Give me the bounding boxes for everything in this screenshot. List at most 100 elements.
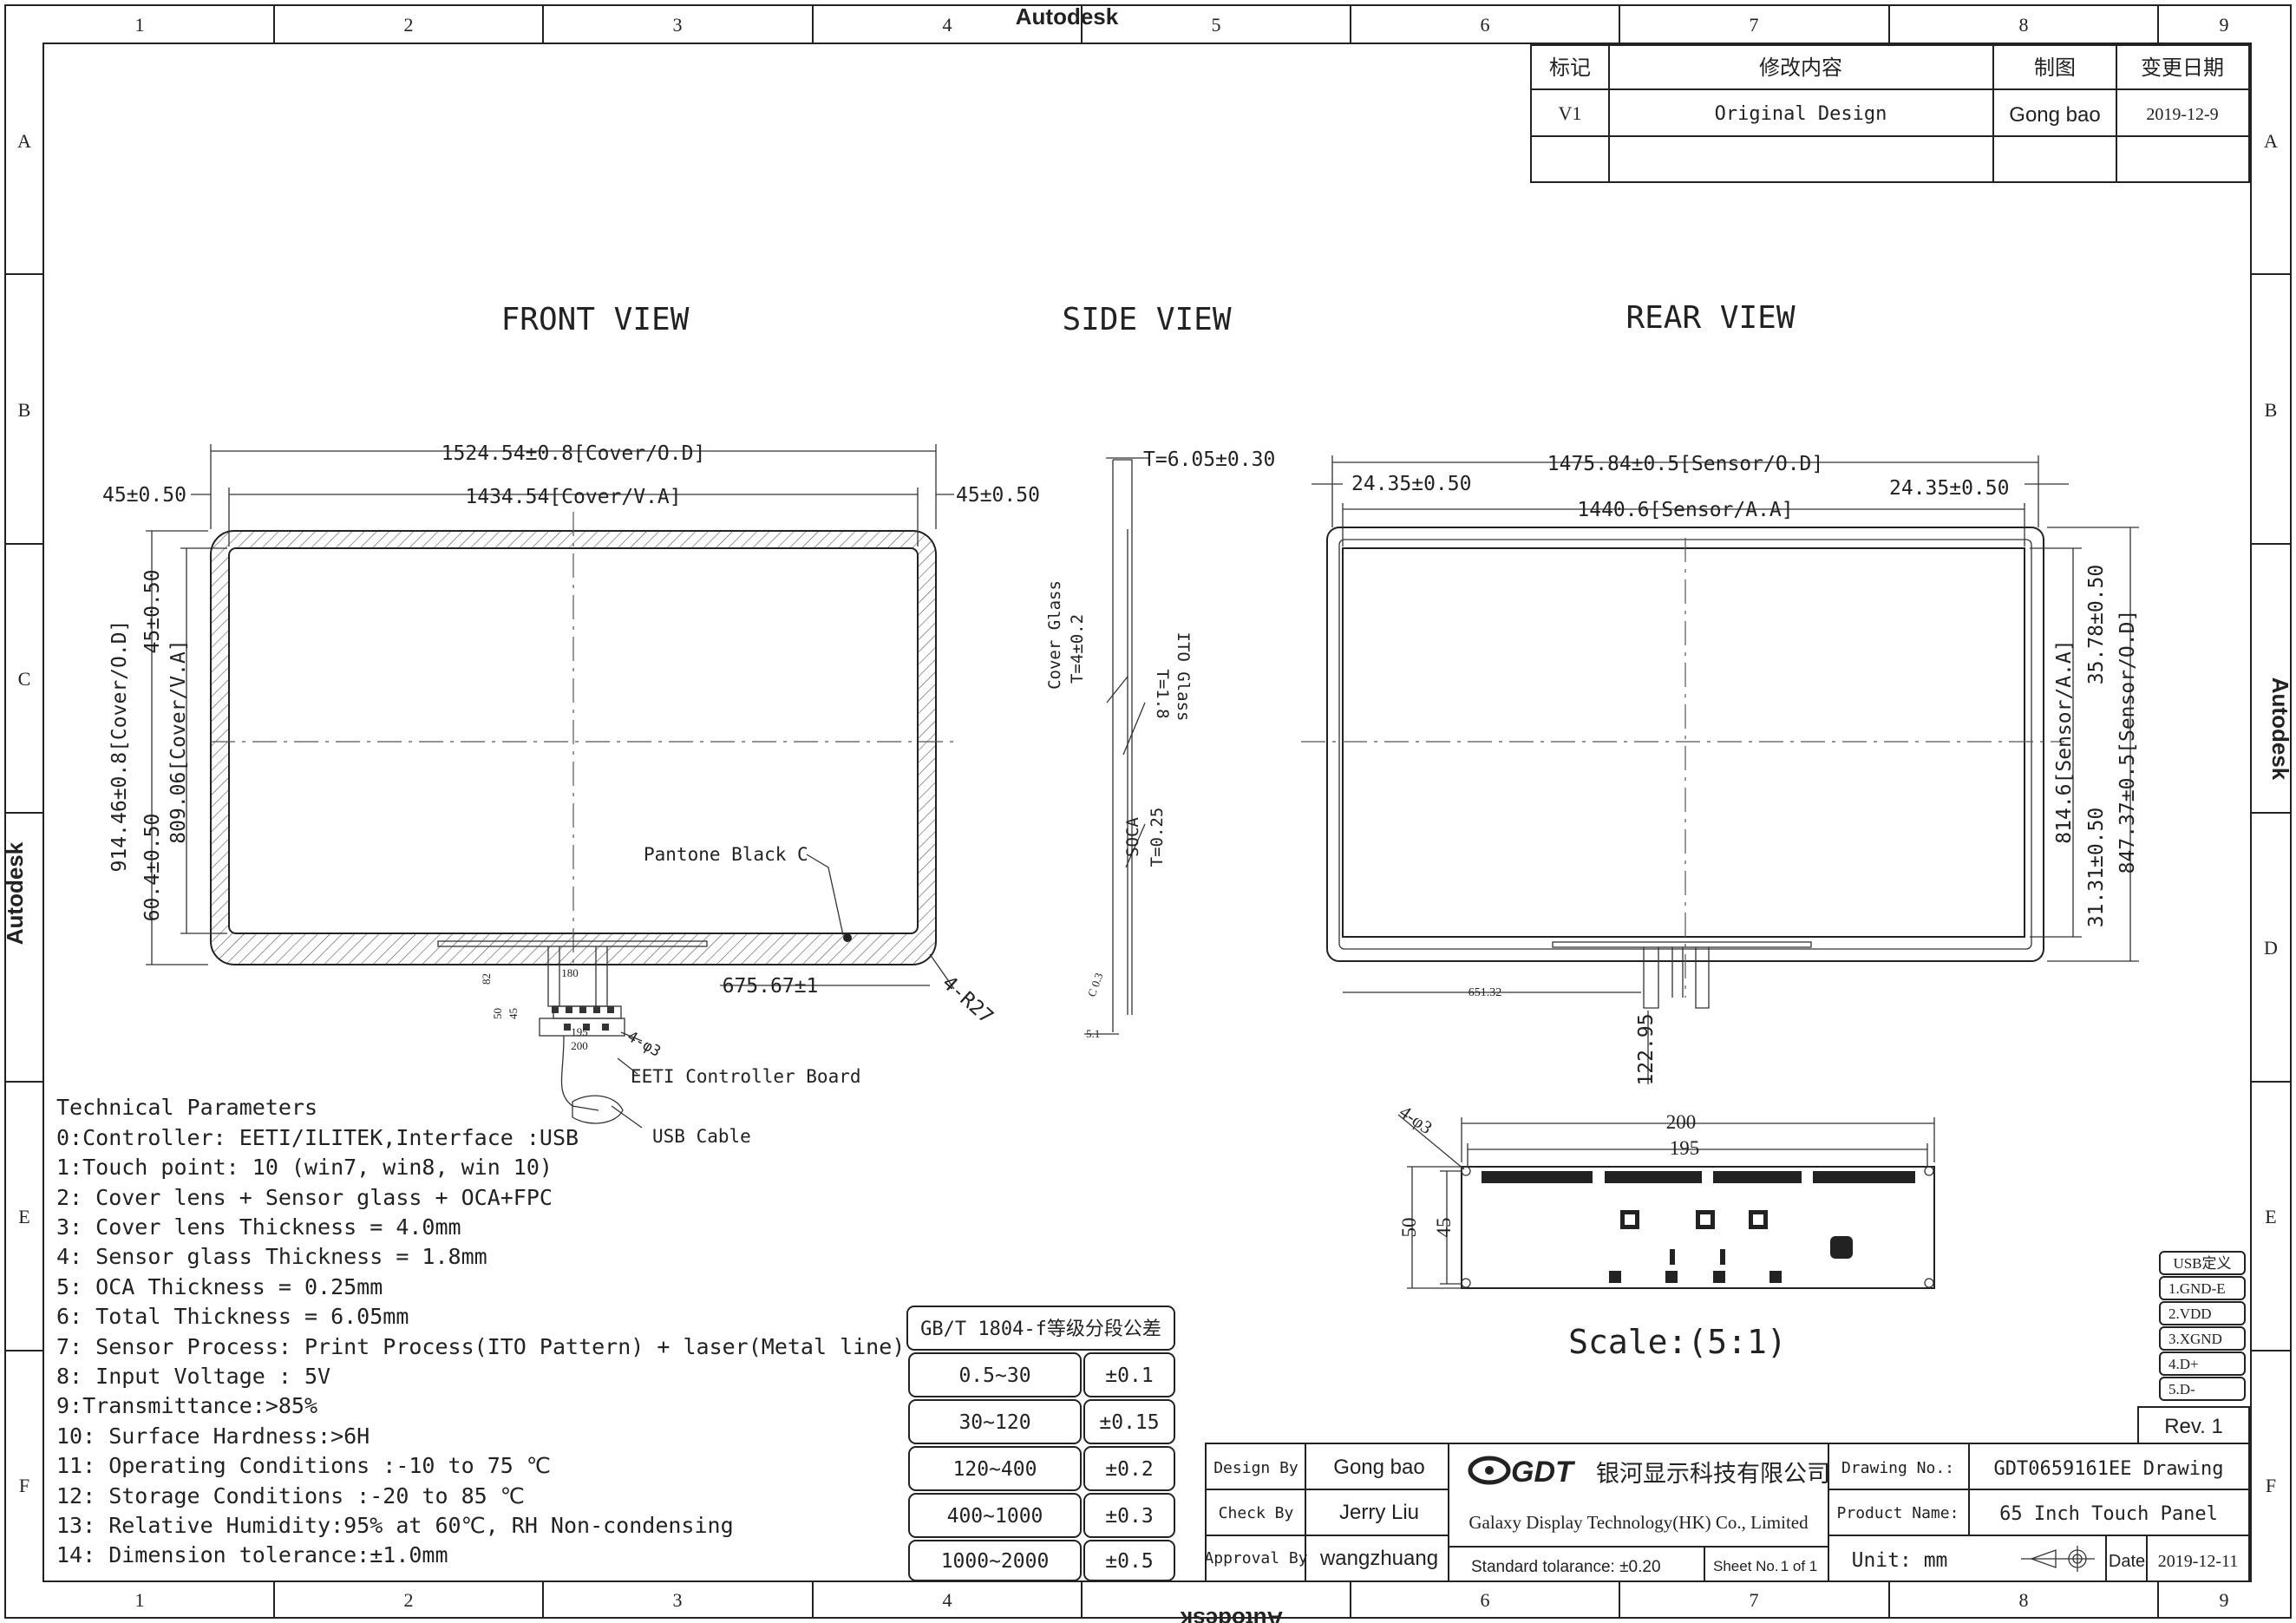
fpc-180: 180 (561, 966, 579, 979)
front-tail-offset: 675.67±1 (723, 975, 819, 998)
drawing-no-label: Drawing No.: (1841, 1459, 1954, 1477)
approval-by-label: Approval By (1204, 1549, 1307, 1567)
gdt-logo-icon (1468, 1456, 1511, 1485)
date: 2019-12-11 (2158, 1552, 2239, 1571)
row-label: B (18, 399, 31, 421)
tech-param-line: 13: Relative Humidity:95% at 60℃, RH Non… (56, 1513, 734, 1538)
drawing-no: GDT0659161EE Drawing (1994, 1458, 2224, 1480)
date-label: Date (2109, 1552, 2145, 1571)
tech-param-line: 8: Input Voltage : 5V (56, 1364, 330, 1389)
tech-param-line: 2: Cover lens + Sensor glass + OCA+FPC (56, 1185, 553, 1210)
col-label: 9 (2220, 14, 2229, 36)
tech-param-line: 12: Storage Conditions :-20 to 85 ℃ (56, 1483, 525, 1508)
revision-table: 标记 修改内容 制图 变更日期 V1 Original Design Gong … (1530, 44, 2250, 183)
rev-header-mark: 标记 (1549, 56, 1591, 80)
rear-top-margin: 35.78±0.50 (2085, 565, 2108, 684)
front-overall-width: 1524.54±0.8[Cover/O.D] (442, 442, 706, 465)
front-va-height: 809.06[Cover/V.A] (167, 639, 190, 843)
row-label: E (18, 1206, 29, 1227)
tech-param-line: 11: Operating Conditions :-10 to 75 ℃ (56, 1453, 551, 1478)
usb-pin: 1.GND-E (2168, 1280, 2226, 1297)
side-dim-51: 5.1 (1086, 1027, 1100, 1040)
watermarks: Autodesk Autodesk Autodesk Autodesk (2, 3, 2293, 1623)
rev-header-content: 修改内容 (1759, 56, 1842, 80)
check-by-name: Jerry Liu (1339, 1501, 1419, 1524)
company-name-cn: 银河显示科技有限公司 (1596, 1461, 1830, 1487)
front-corner-radius: 4-R27 (938, 972, 998, 1029)
rear-aa-width: 1440.6[Sensor/A.A] (1577, 499, 1793, 521)
usb-cable-label: USB Cable (652, 1126, 751, 1147)
col-label: 8 (2019, 1589, 2029, 1611)
col-label: 4 (943, 1589, 952, 1611)
rev-date: 2019-12-9 (2146, 105, 2218, 124)
pcb-width-195: 195 (1670, 1137, 1700, 1159)
fpc-45: 45 (507, 1008, 520, 1019)
col-label: 4 (943, 14, 952, 36)
tech-param-line: 10: Surface Hardness:>6H (56, 1423, 370, 1449)
front-view-title: FRONT VIEW (501, 302, 690, 337)
grid-dividers (5, 5, 2291, 1618)
front-overall-height: 914.46±0.8[Cover/O.D] (108, 620, 131, 873)
side-ito-glass: ITO Glass (1174, 632, 1193, 722)
row-label: B (2265, 399, 2278, 421)
tech-params-title: Technical Parameters (56, 1095, 317, 1120)
sheet-no: 1 of 1 (1781, 1558, 1818, 1574)
rear-view-title: REAR VIEW (1626, 300, 1795, 336)
row-label: F (2266, 1475, 2276, 1496)
tech-param-line: 5: OCA Thickness = 0.25mm (56, 1274, 383, 1299)
fpc-82: 82 (480, 973, 493, 985)
col-label: 5 (1212, 14, 1221, 36)
rear-tail-offset: 651.32 (1469, 986, 1502, 999)
standard-tolerance: Standard tolarance: ±0.20 (1471, 1558, 1661, 1576)
fpc-50: 50 (491, 1008, 504, 1019)
unit: Unit: mm (1852, 1549, 1948, 1572)
pantone-label: Pantone Black C (644, 844, 808, 865)
approval-by-name: wangzhuang (1319, 1547, 1438, 1570)
row-label: E (2265, 1206, 2276, 1227)
column-labels: 1 2 3 4 5 6 7 8 9 1 2 3 4 6 7 8 9 (135, 14, 2229, 1611)
row-label: D (2264, 937, 2278, 959)
tol-value: ±0.1 (1105, 1364, 1153, 1387)
tech-param-line: 0:Controller: EETI/ILITEK,Interface :USB (56, 1125, 579, 1150)
col-label: 6 (1481, 1589, 1490, 1611)
side-cover-glass: Cover Glass (1045, 580, 1064, 690)
tol-range: 400~1000 (947, 1505, 1043, 1528)
watermark-bottom: Autodesk (1180, 1607, 1283, 1623)
rev-drawer: Gong bao (2009, 103, 2100, 127)
tol-value: ±0.3 (1105, 1505, 1153, 1528)
tol-range: 30~120 (958, 1411, 1030, 1434)
fpc-200: 200 (571, 1039, 588, 1052)
usb-pin: 2.VDD (2168, 1306, 2212, 1322)
row-label: A (2264, 130, 2278, 152)
pcb-width-200: 200 (1666, 1111, 1697, 1133)
rear-bottom-margin: 31.31±0.50 (2085, 808, 2108, 927)
tech-param-line: 7: Sensor Process: Print Process(ITO Pat… (56, 1334, 905, 1359)
watermark-left: Autodesk (2, 841, 28, 945)
rev-label: Rev. 1 (2164, 1415, 2223, 1438)
row-label: F (19, 1475, 29, 1496)
tech-param-line: 4: Sensor glass Thickness = 1.8mm (56, 1244, 487, 1269)
pcb-scale: Scale:(5:1) (1568, 1323, 1787, 1361)
product-name: 65 Inch Touch Panel (1999, 1503, 2218, 1525)
projection-symbol-icon (2021, 1546, 2095, 1572)
side-view: T=6.05±0.30 Cover Glass T=4±0.2 ITO Glas… (1045, 448, 1275, 1040)
fpc-195: 195 (571, 1025, 588, 1038)
watermark-right: Autodesk (2267, 677, 2293, 781)
col-label: 7 (1750, 1589, 1759, 1611)
side-cover-thickness: T=4±0.2 (1068, 614, 1087, 684)
col-label: 1 (135, 1589, 145, 1611)
side-oca-thickness: T=0.25 (1148, 808, 1167, 867)
sheet-no-label: Sheet No. (1713, 1558, 1779, 1574)
pcb-holes: 4-φ3 (1396, 1101, 1436, 1138)
tech-param-line: 9:Transmittance:>85% (56, 1393, 317, 1418)
col-label: 6 (1481, 14, 1490, 36)
side-chamfer: C 0.3 (1085, 971, 1106, 998)
usb-pin: 4.D+ (2168, 1356, 2199, 1372)
tol-value: ±0.2 (1105, 1458, 1153, 1481)
tol-range: 0.5~30 (958, 1364, 1030, 1387)
usb-definition: USB定义 1.GND-E 2.VDD 3.XGND 4.D+ 5.D- (2159, 1251, 2246, 1401)
tol-value: ±0.15 (1099, 1411, 1159, 1434)
col-label: 9 (2220, 1589, 2229, 1611)
check-by-label: Check By (1219, 1504, 1294, 1522)
